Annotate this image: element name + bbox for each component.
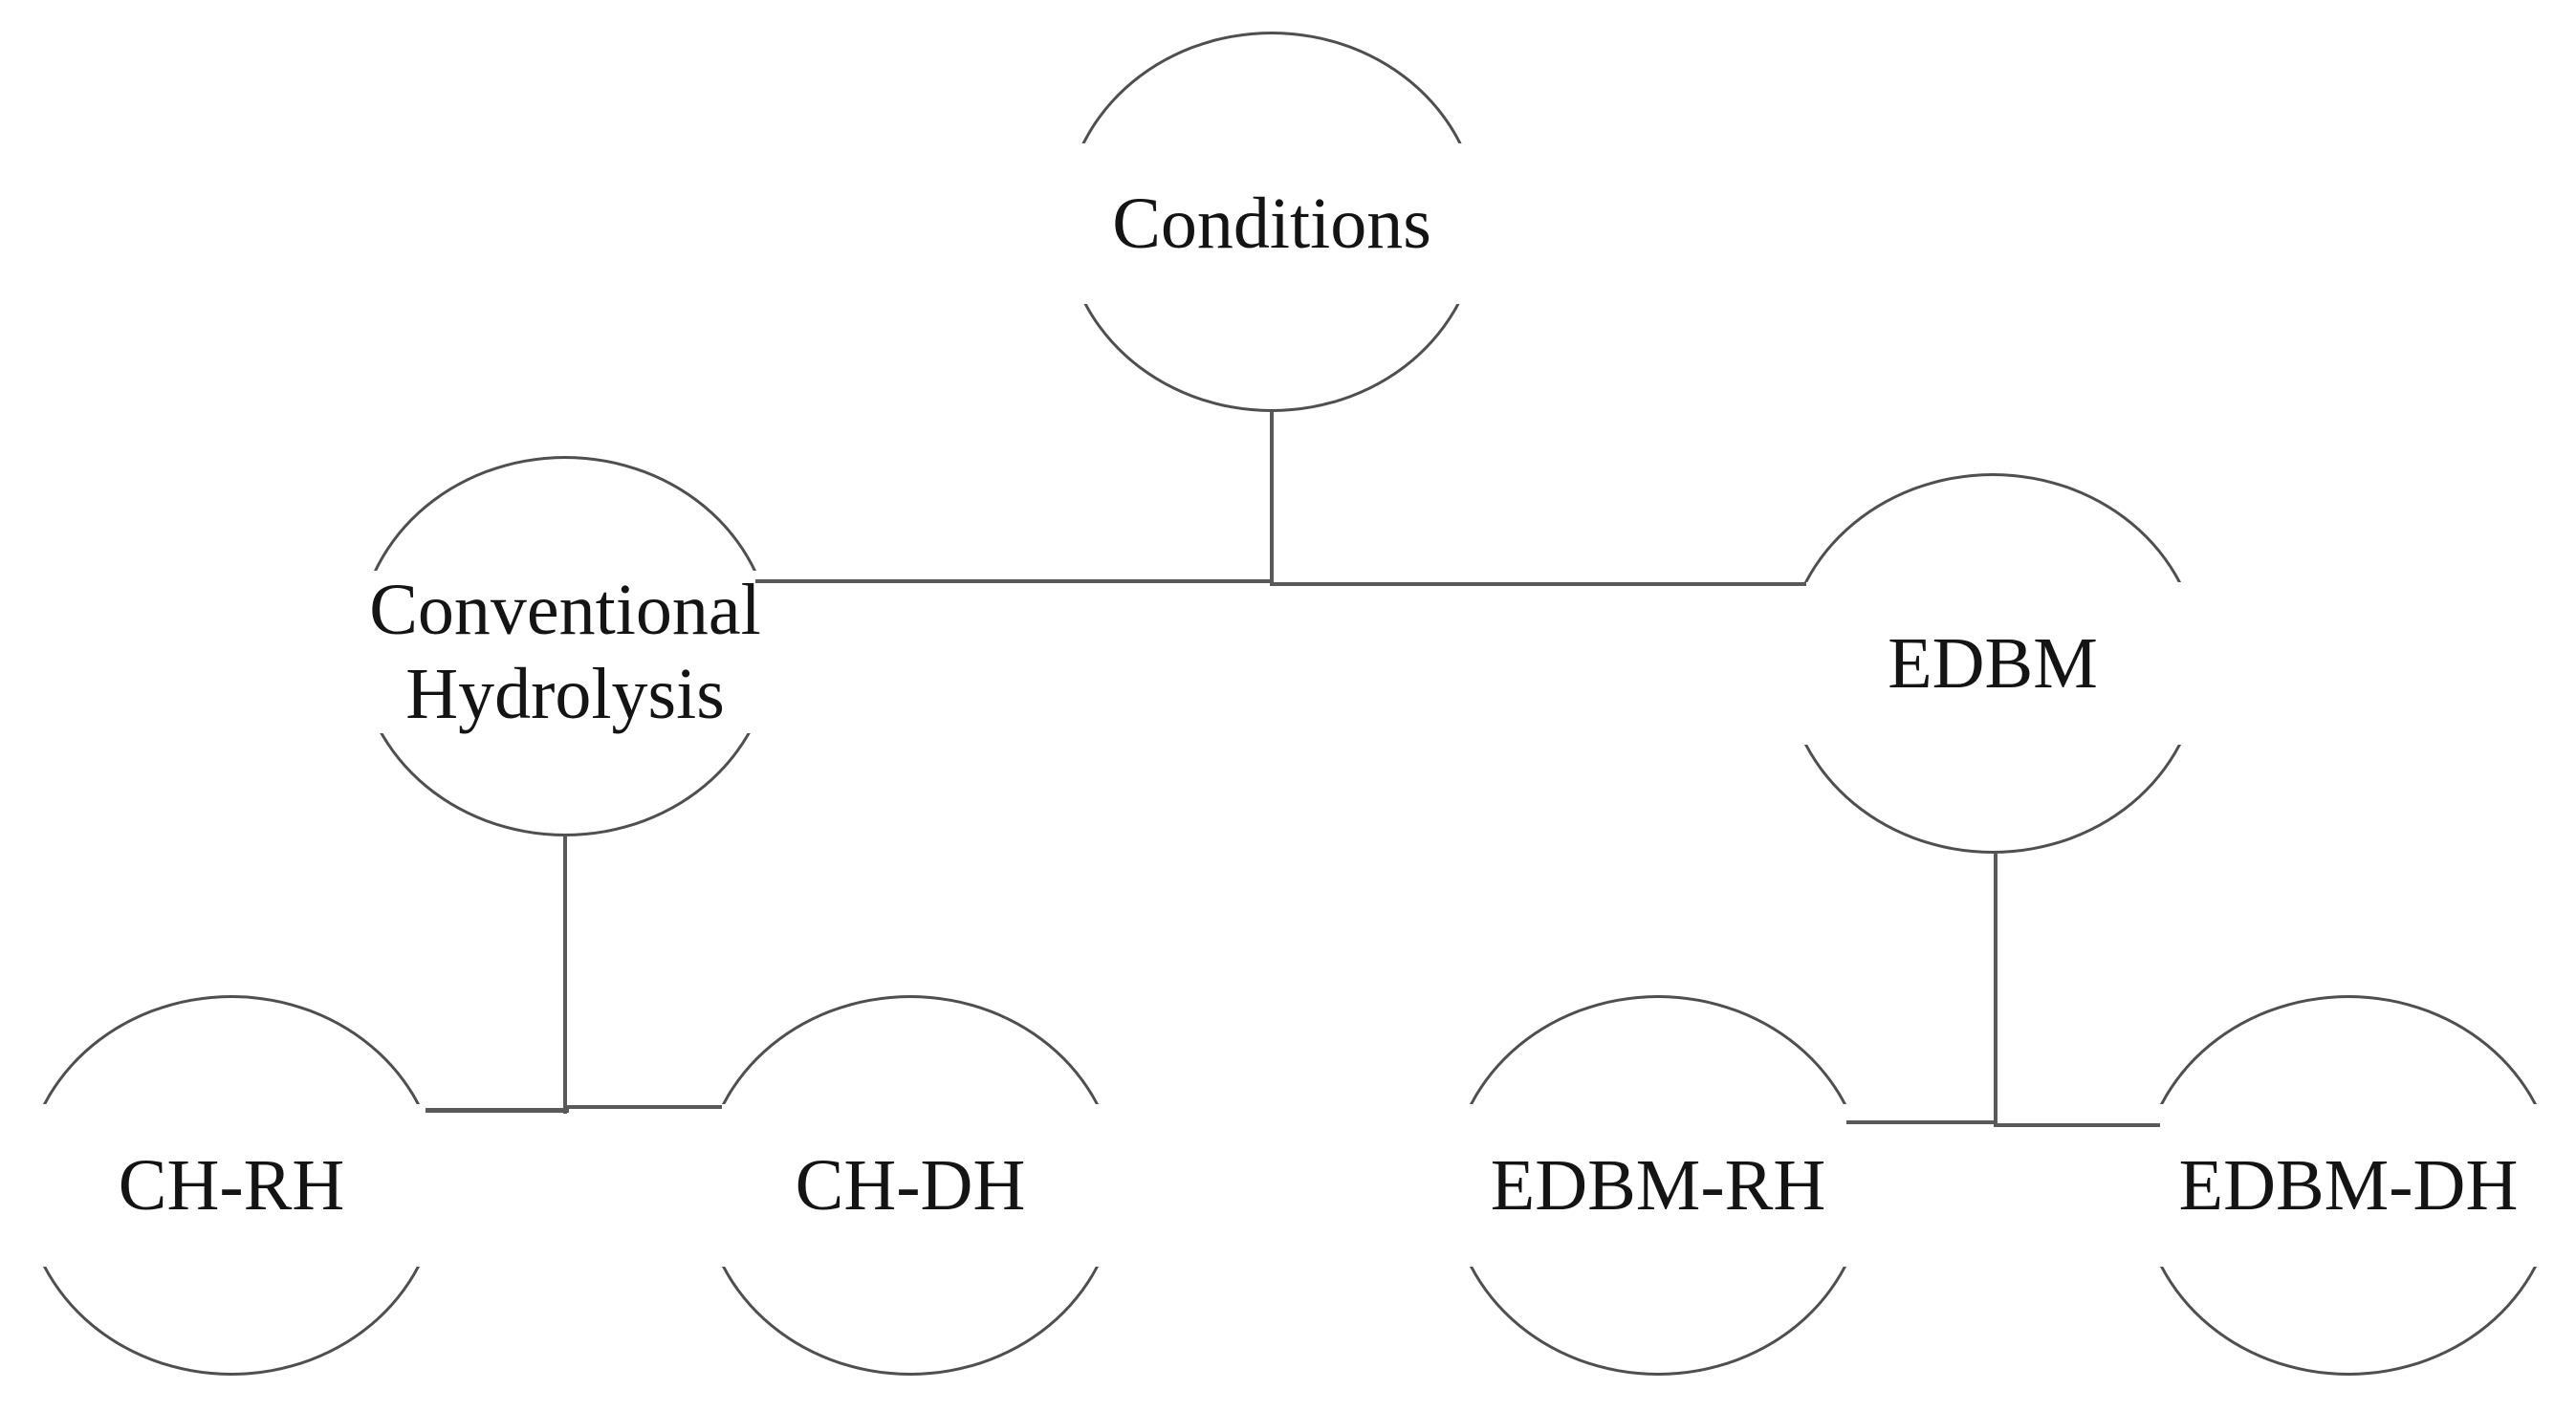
edbm-rh-label-text: EDBM-RH [1490,1145,1826,1226]
edbm-rh-label: EDBM-RH [1431,1104,1885,1267]
connector-edbm-children-horizontal-right [1994,1123,2160,1127]
connector-level1-horizontal-left [755,579,1274,583]
conventional-hydrolysis-label: Conventional Hydrolysis [340,568,790,736]
edbm-label: EDBM [1782,582,2203,745]
conditions-label-text: Conditions [1112,184,1431,264]
label-line-2: Hydrolysis [405,654,725,734]
connector-level1-horizontal-right [1270,582,1806,586]
connector-ch-children-horizontal-left [426,1108,569,1113]
ch-rh-label-text: CH-RH [118,1145,345,1226]
connector-conditions-down [1270,411,1274,583]
edbm-label-text: EDBM [1888,623,2098,704]
conventional-hydrolysis-label-text: Conventional Hydrolysis [369,568,761,736]
connector-edbm-down [1994,853,1997,1126]
ch-dh-label: CH-DH [690,1104,1130,1267]
conditions-label: Conditions [1052,143,1492,304]
connector-edbm-children-horizontal-left [1846,1120,1997,1124]
connector-conventional-hydrolysis-down [563,836,567,1114]
label-line-1: Conventional [369,570,761,650]
ch-rh-label: CH-RH [11,1104,451,1267]
edbm-dh-label-text: EDBM-DH [2178,1145,2519,1226]
ch-dh-label-text: CH-DH [795,1145,1026,1226]
edbm-dh-label: EDBM-DH [2122,1104,2575,1267]
connector-ch-children-horizontal-right [565,1105,722,1109]
